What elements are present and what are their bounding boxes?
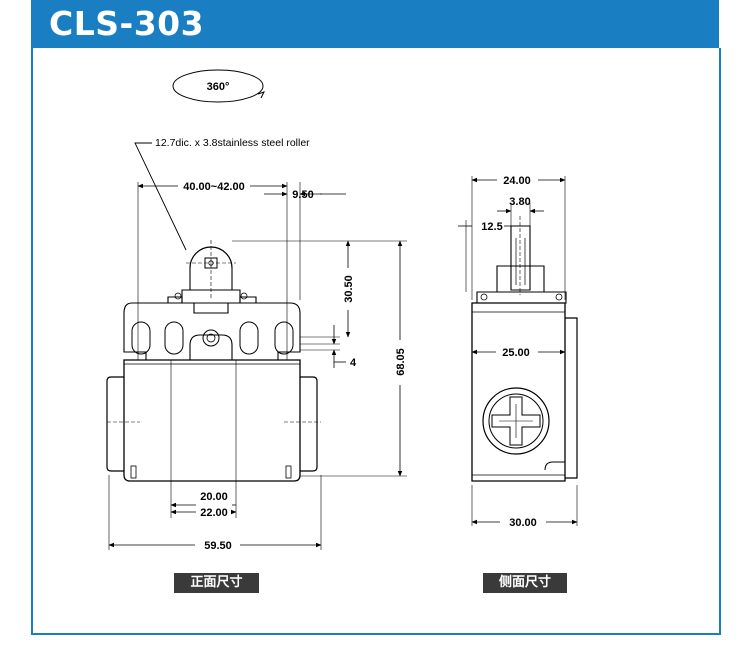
- header-bar: CLS-303: [31, 0, 719, 48]
- dim-side-bottom: 30.00: [509, 517, 537, 529]
- side-view-labels: 24.00 3.80 12.5 25.00 30.00: [481, 175, 536, 529]
- dim-side-offset: 12.5: [481, 221, 502, 233]
- front-view-caption: 正面尺寸: [174, 573, 259, 593]
- rotation-indicator: [172, 69, 265, 103]
- dim-small: 4: [350, 357, 357, 369]
- dim-right-offset: 9.50: [292, 189, 313, 201]
- side-body: [471, 302, 566, 482]
- switch-body: [123, 359, 301, 482]
- cover-plug: [482, 387, 550, 455]
- side-plunger: [510, 225, 531, 291]
- dim-side-top: 24.00: [503, 175, 531, 187]
- content-panel: [31, 48, 721, 635]
- head-plate: [123, 302, 301, 361]
- side-view: [458, 176, 578, 526]
- dim-side-plunger: 3.80: [509, 196, 530, 208]
- side-view-caption: 侧面尺寸: [483, 573, 567, 593]
- roller-note: 12.7dic. x 3.8stainless steel roller: [155, 137, 310, 149]
- page-title: CLS-303: [49, 4, 205, 43]
- dim-inner-1: 20.00: [200, 491, 228, 503]
- dim-total-width: 59.50: [204, 540, 232, 552]
- dim-top-width: 40.00~42.00: [183, 181, 244, 193]
- roller-note-leader: [134, 142, 187, 251]
- rotation-label: 360°: [207, 81, 230, 93]
- front-view-labels: 360° 12.7dic. x 3.8stainless steel rolle…: [155, 81, 407, 552]
- roller: [186, 240, 236, 300]
- dim-total-height: 68.05: [395, 348, 407, 376]
- front-view: [106, 69, 407, 550]
- dim-side-body: 25.00: [502, 347, 530, 359]
- dim-inner-2: 22.00: [200, 507, 228, 519]
- dim-vertical-upper: 30.50: [343, 275, 355, 303]
